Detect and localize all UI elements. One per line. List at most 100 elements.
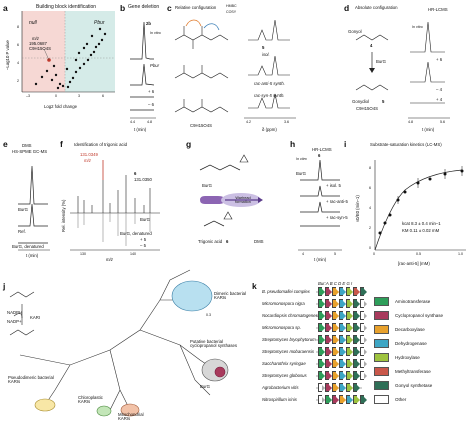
nadp-label: NADP+ [7, 319, 22, 324]
d-invitro: In vitro [412, 25, 423, 29]
gene-arrow-icon [353, 323, 360, 332]
abs-config-title: Absolute configuration [355, 5, 398, 10]
gonydiol-label: Gonydiol [352, 99, 369, 104]
legend-label: Gonyol synthetase [395, 383, 433, 388]
gene-arrow-icon [339, 383, 346, 392]
legend-entry: Aminotransferase [374, 297, 430, 306]
legend-swatch [374, 339, 389, 348]
gene-arrow-icon [346, 359, 353, 368]
trigonic-acid-num: 6 [226, 239, 229, 244]
h-xlabel: t (min) [314, 257, 327, 262]
gene-arrow-icon [360, 287, 367, 296]
x-tick: 4 [302, 252, 304, 256]
y-tick: 6 [17, 43, 19, 47]
y-tick: 4 [369, 206, 371, 210]
e-xlabel: t (min) [26, 253, 39, 258]
gene-arrow-icon [339, 311, 346, 320]
e-trace1: BurG [18, 207, 29, 212]
gene-arrow-icon [325, 359, 332, 368]
panel-i-label: i [344, 139, 347, 149]
x-tick: –3 [26, 94, 30, 98]
x-tick: 0 [55, 94, 57, 98]
panel-j-label: j [3, 281, 6, 291]
organism-label: Nitrospirillum irinis [262, 397, 297, 402]
km-value: KM 0.11 ± 0.02 mM [402, 228, 440, 233]
gene-cluster-row [318, 371, 367, 380]
gene-arrow-icon [353, 347, 360, 356]
organism-label: B. pseudomallei complex [262, 289, 310, 294]
legend-entry: Decarboxylase [374, 325, 425, 334]
gene-arrow-icon [332, 287, 339, 296]
minus-6-label: – 6 [148, 102, 154, 107]
annotation-mass: 195.0687 [29, 41, 47, 46]
gene-arrow-icon [360, 347, 367, 356]
gene-arrow-icon [339, 359, 346, 368]
gene-cluster-row [318, 311, 367, 320]
f-title: Identification of trigonic acid [74, 142, 128, 147]
gene-arrow-icon [353, 371, 360, 380]
phylogenetic-tree [19, 269, 229, 417]
legend-label: Hydroxylase [395, 355, 420, 360]
gene-arrow-icon [353, 335, 360, 344]
y-tick: 8 [369, 166, 371, 170]
compound-tag: 2b [146, 21, 152, 26]
trigonic-acid-label: Trigonic acid [198, 239, 223, 244]
f-trace3: + 5 [140, 237, 147, 242]
legend-swatch [374, 311, 389, 320]
gene-arrow-icon [339, 299, 346, 308]
gene-arrow-icon [360, 323, 367, 332]
panel-e-label: e [3, 139, 8, 149]
h-trace1: + isol. 5 [326, 183, 341, 188]
gene-arrow-icon [353, 287, 360, 296]
mechanism-panel [199, 154, 263, 227]
panel-a-label: a [3, 3, 8, 13]
gene-arrow-icon [346, 347, 353, 356]
legend-hmbc: HMBC [226, 4, 237, 8]
warhead-label: Warhead formation [235, 196, 251, 204]
gene-arrow-icon [360, 371, 367, 380]
gene-arrow-icon [318, 299, 325, 308]
gene-arrow-icon [339, 335, 346, 344]
gene-arrow-icon [360, 395, 367, 404]
y-tick: 0 [369, 246, 371, 250]
gene-arrow-icon [325, 323, 332, 332]
organism-label: Streptomyces mobaraensis [262, 349, 315, 354]
gene-arrow-icon [353, 311, 360, 320]
gene-arrow-icon [318, 371, 325, 380]
x-tick: 3 [78, 94, 80, 98]
y-tick: 6 [369, 186, 371, 190]
gene-cluster-row [318, 299, 367, 308]
gene-arrow-icon [360, 299, 367, 308]
gene-header: Bur:A B C D E G I [318, 281, 353, 286]
legend-swatch [374, 395, 389, 404]
legend-label: Cyclopropanol synthase [395, 313, 444, 318]
g-enzyme: BurG [202, 183, 213, 188]
gonyol-label: Gonyol [348, 29, 362, 34]
gene-arrow-icon [332, 371, 339, 380]
x-tick: 5 [334, 252, 336, 256]
y-tick: 4 [17, 61, 19, 65]
gene-arrow-icon [346, 311, 353, 320]
mass-spectra [70, 160, 160, 251]
burg-enzyme: BurG [376, 59, 387, 64]
gene-deletion-traces [130, 21, 156, 119]
gene-arrow-icon [353, 359, 360, 368]
h-compound: 6 [318, 153, 321, 158]
gene-cluster-row [318, 287, 367, 296]
absolute-config-panel [355, 21, 450, 119]
gene-arrow-icon [360, 311, 367, 320]
h-invitro: In vitro [296, 157, 307, 161]
panel-k-label: k [252, 281, 257, 291]
panel-d-label: d [344, 3, 350, 13]
f-trace1: BurG [140, 217, 151, 222]
gene-arrow-icon [346, 323, 353, 332]
organism-label: Streptomyces bryophytorum [262, 337, 316, 342]
anti-synth-label: rac-anti-5 synth. [254, 81, 285, 86]
burg-tree-label: BurG [200, 384, 211, 389]
gene-arrow-icon [332, 347, 339, 356]
legend-entry: Gonyol synthetase [374, 381, 432, 390]
legend-entry: Other [374, 395, 406, 404]
gene-arrow-icon [325, 335, 332, 344]
gene-arrow-icon [332, 335, 339, 344]
